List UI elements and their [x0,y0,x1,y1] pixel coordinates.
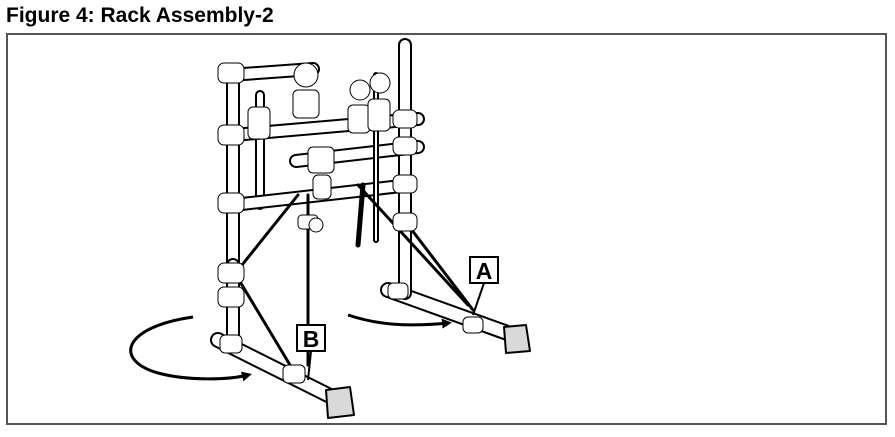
rotate-arrow-icon [348,315,448,325]
drum-rack-icon [218,45,530,418]
illustration-frame: A B [6,33,887,425]
rack-illustration: A B [8,35,885,423]
figure-title: Figure 4: Rack Assembly-2 [6,4,274,28]
svg-text:B: B [303,326,320,352]
svg-text:A: A [476,258,493,284]
callout-a: A [470,257,498,315]
